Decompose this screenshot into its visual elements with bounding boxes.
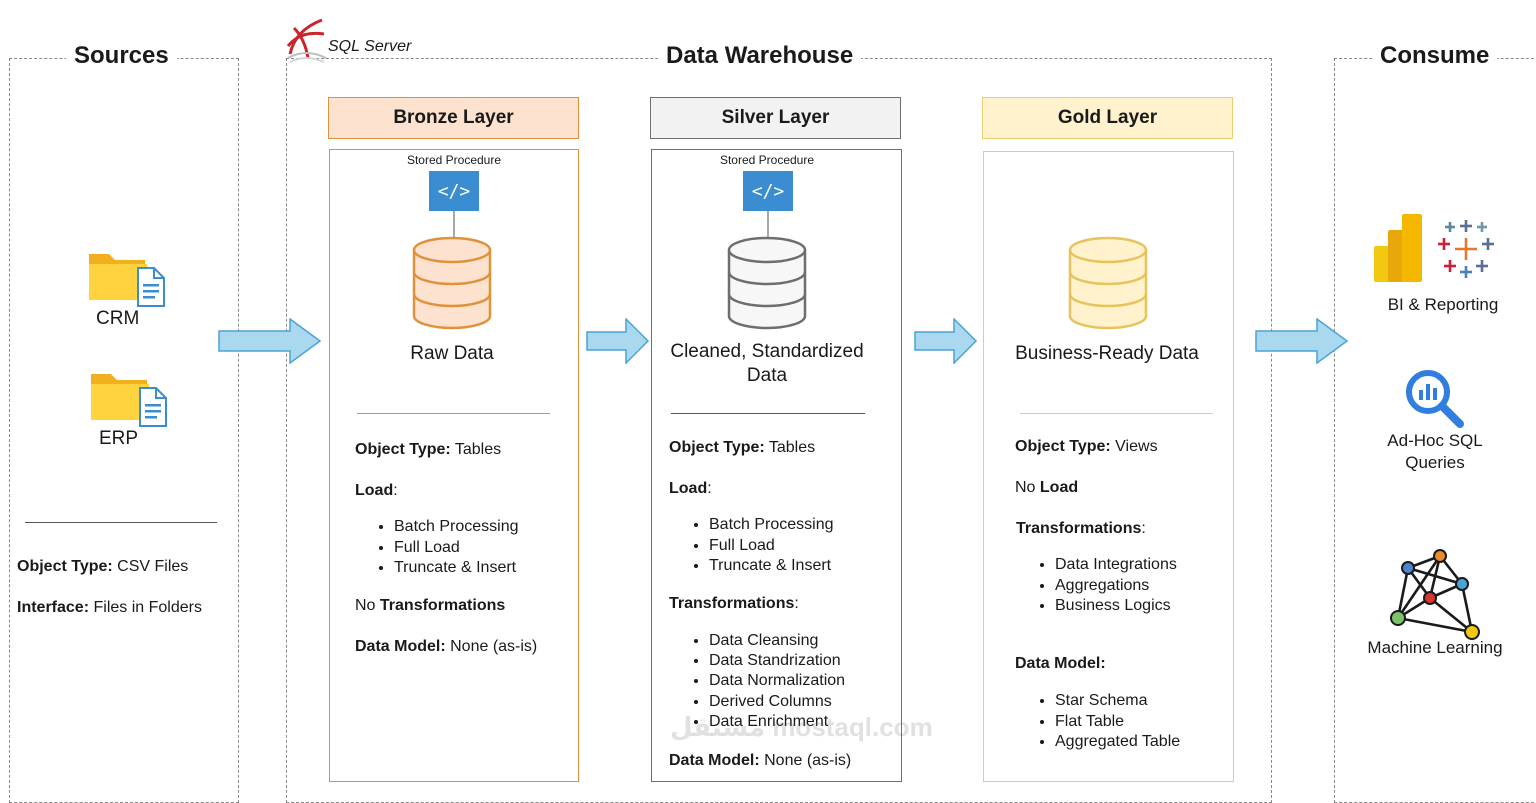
silver-transformations-heading: Transformations: <box>669 595 799 612</box>
sources-title: Sources <box>66 41 177 71</box>
consume-bi-label: BI & Reporting <box>1387 295 1499 314</box>
consume-ml-label: Machine Learning <box>1367 638 1503 657</box>
silver-stored-procedure-label: Stored Procedure <box>719 153 815 167</box>
bronze-layer-box <box>329 149 579 782</box>
silver-load-heading: Load: <box>669 480 712 497</box>
database-icon <box>1068 236 1148 330</box>
gold-data-label: Business-Ready Data <box>1015 343 1199 364</box>
list-item: Truncate & Insert <box>709 556 834 577</box>
flow-arrow-icon <box>218 318 322 364</box>
bronze-layer-header: Bronze Layer <box>328 97 579 139</box>
query-search-icon <box>1406 370 1464 428</box>
network-graph-icon <box>1390 549 1480 640</box>
gold-transform-list: Data Integrations Aggregations Business … <box>1035 555 1177 617</box>
bronze-load-heading: Load: <box>355 482 398 499</box>
folder-document-icon <box>91 374 167 427</box>
gold-layer-header: Gold Layer <box>982 97 1233 139</box>
source-erp-label: ERP <box>99 428 139 449</box>
silver-transform-list: Data Cleansing Data Standrization Data N… <box>689 631 845 732</box>
bronze-data-model: Data Model: None (as-is) <box>355 638 538 655</box>
silver-load-list: Batch Processing Full Load Truncate & In… <box>689 515 834 577</box>
gold-divider <box>1020 413 1213 414</box>
sources-object-type: Object Type: CSV Files <box>17 558 189 575</box>
list-item: Full Load <box>709 536 834 557</box>
bronze-transformations: No Transformations <box>355 597 506 614</box>
warehouse-title: Data Warehouse <box>658 41 862 71</box>
gold-model-list: Star Schema Flat Table Aggregated Table <box>1035 691 1180 753</box>
silver-divider <box>671 413 865 414</box>
powerbi-tableau-icon <box>1374 214 1494 282</box>
sql-server-icon <box>286 18 327 63</box>
list-item: Flat Table <box>1055 712 1180 733</box>
gold-transformations-heading: Transformations: <box>1016 520 1146 537</box>
list-item: Aggregations <box>1055 576 1177 597</box>
flow-arrow-icon <box>914 318 978 364</box>
list-item: Full Load <box>394 538 519 559</box>
list-item: Data Normalization <box>709 671 845 691</box>
sources-divider <box>25 522 217 523</box>
bronze-data-label: Raw Data <box>410 343 494 364</box>
silver-layer-box <box>651 149 902 782</box>
watermark: مستقل mostaql.com <box>670 712 933 742</box>
silver-data-label: Cleaned, Standardized Data <box>670 341 864 386</box>
list-item: Aggregated Table <box>1055 732 1180 753</box>
database-icon <box>727 236 807 330</box>
folder-document-icon <box>89 254 165 307</box>
consume-adhoc-label: Ad-Hoc SQL Queries <box>1387 431 1483 472</box>
bronze-load-list: Batch Processing Full Load Truncate & In… <box>374 517 519 579</box>
sql-server-label: SQL Server <box>328 38 416 56</box>
flow-arrow-icon <box>586 318 650 364</box>
bronze-stored-procedure-label: Stored Procedure <box>406 153 502 167</box>
list-item: Derived Columns <box>709 692 845 712</box>
list-item: Star Schema <box>1055 691 1180 712</box>
gold-object-type: Object Type: Views <box>1015 438 1158 455</box>
bronze-divider <box>357 413 550 414</box>
gold-load: No Load <box>1015 479 1079 496</box>
source-crm-label: CRM <box>96 308 140 329</box>
sources-interface: Interface: Files in Folders <box>17 599 202 616</box>
list-item: Data Enrichment <box>709 712 845 732</box>
gold-data-model-heading: Data Model: <box>1015 655 1106 672</box>
list-item: Data Standrization <box>709 651 845 671</box>
list-item: Business Logics <box>1055 596 1177 617</box>
flow-arrow-icon <box>1255 318 1349 364</box>
bronze-object-type: Object Type: Tables <box>355 441 502 458</box>
list-item: Truncate & Insert <box>394 558 519 579</box>
silver-layer-header: Silver Layer <box>650 97 901 139</box>
list-item: Data Cleansing <box>709 631 845 651</box>
code-icon: </> <box>429 171 479 211</box>
list-item: Batch Processing <box>709 515 834 536</box>
gold-layer-box <box>983 151 1234 782</box>
list-item: Data Integrations <box>1055 555 1177 576</box>
list-item: Batch Processing <box>394 517 519 538</box>
code-icon: </> <box>743 171 793 211</box>
silver-data-model: Data Model: None (as-is) <box>669 752 852 769</box>
database-icon <box>412 236 492 330</box>
consume-title: Consume <box>1372 41 1498 71</box>
silver-object-type: Object Type: Tables <box>669 439 816 456</box>
